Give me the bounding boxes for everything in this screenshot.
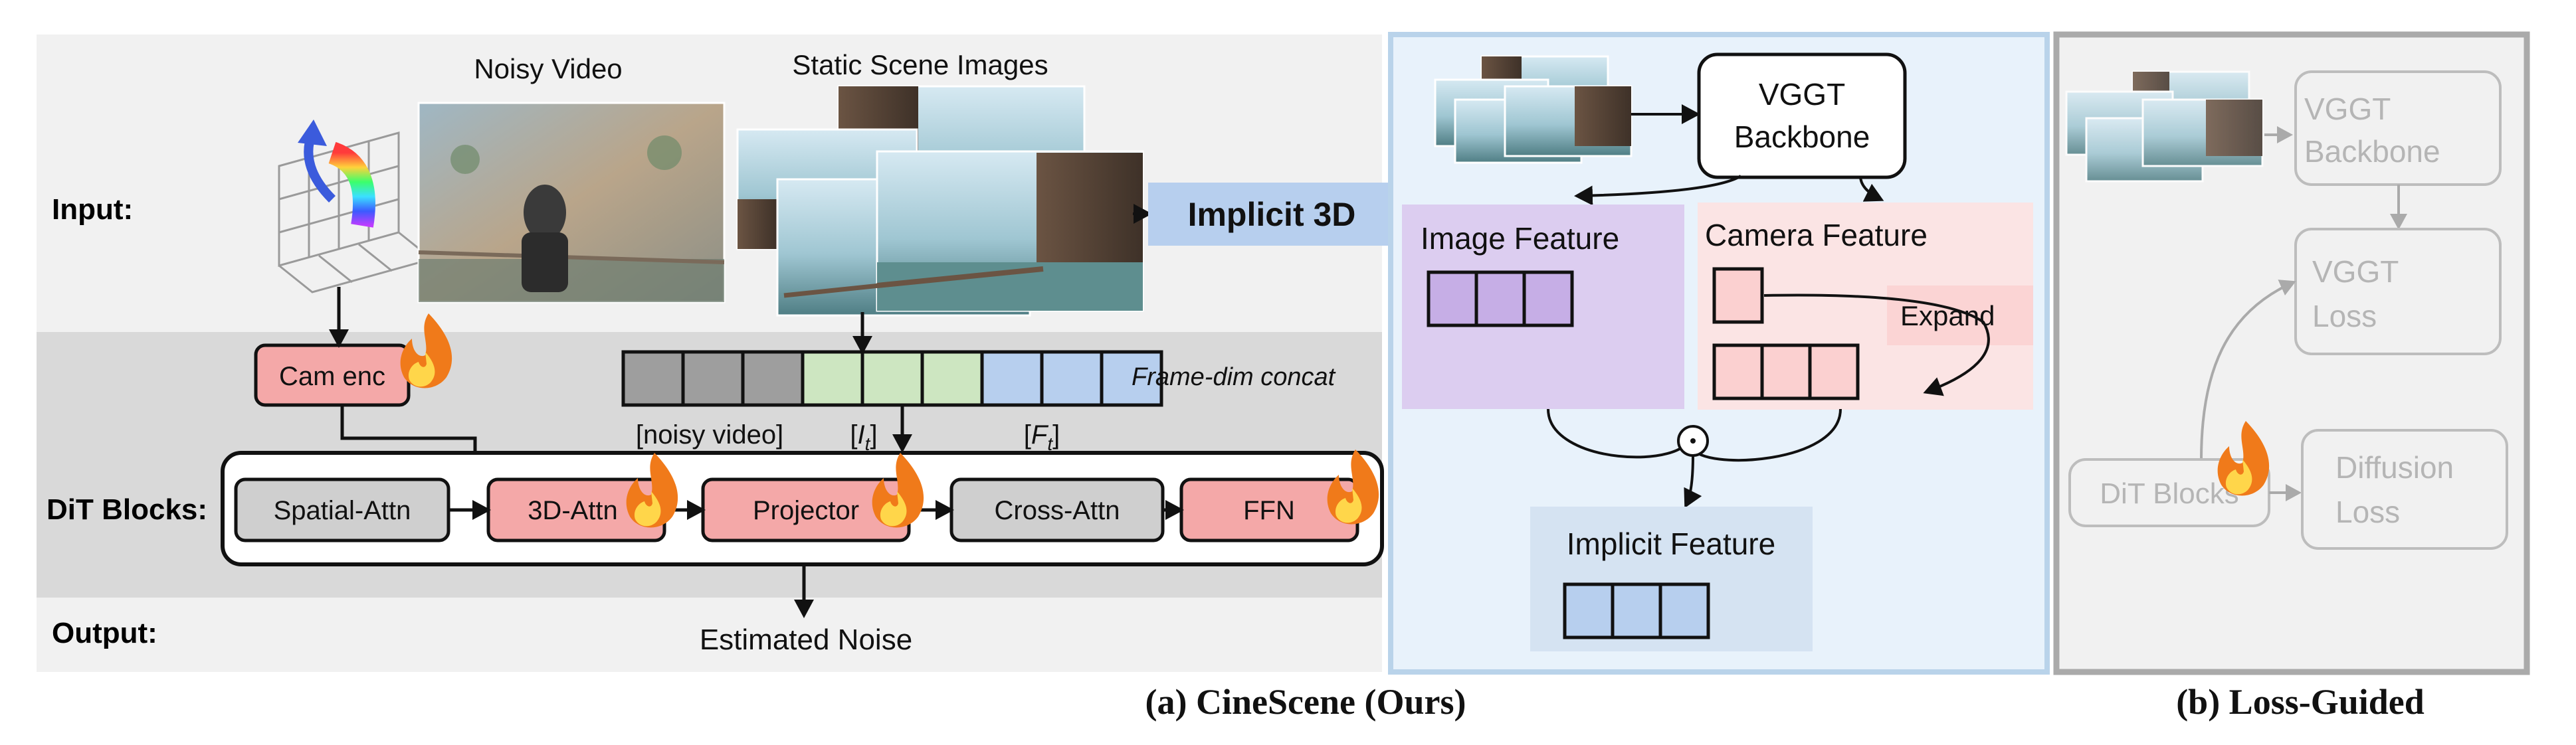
- block-label: Spatial-Attn: [274, 496, 411, 525]
- panel-b-dit-blocks-label: DiT Blocks: [2100, 477, 2238, 510]
- block-label: 3D-Attn: [528, 496, 618, 525]
- segment-image-tokens: [It]: [850, 420, 877, 454]
- cam-enc-label: Cam enc: [279, 362, 385, 391]
- expand-label: Expand: [1900, 300, 1995, 331]
- panel-b-vggt-loss: VGGT Loss: [2294, 228, 2502, 355]
- implicit-feature-label: Implicit Feature: [1567, 527, 1775, 561]
- panel-b-diffusion-loss-line1: Diffusion: [2335, 450, 2454, 485]
- segment-noisy-video: [noisy video]: [636, 420, 783, 450]
- vggt-backbone-line2: Backbone: [1734, 120, 1870, 154]
- implicit-3d-label: Implicit 3D: [1188, 196, 1356, 233]
- panel-b-diffusion-loss: Diffusion Loss: [2301, 429, 2508, 550]
- block-label: Projector: [753, 496, 859, 525]
- noisy-video-frames: [417, 102, 726, 303]
- block-label: Cross-Attn: [995, 496, 1120, 525]
- panel-b-vggt-backbone-line1: VGGT: [2304, 92, 2391, 126]
- fire-icon: [872, 453, 924, 528]
- vggt-input-images: [1434, 55, 1633, 164]
- image-feature-label: Image Feature: [1421, 221, 1619, 256]
- image-feature-box: Image Feature: [1402, 205, 1684, 409]
- fire-icon: [400, 313, 452, 388]
- panel-b-vggt-backbone-line2: Backbone: [2304, 134, 2440, 169]
- panel-b-vggt-loss-line1: VGGT: [2312, 254, 2399, 289]
- panel-b-diffusion-loss-line2: Loss: [2335, 495, 2400, 529]
- block-projector: Projector: [701, 477, 911, 542]
- camera-feature-label: Camera Feature: [1705, 218, 1928, 252]
- block-cross-attn: Cross-Attn: [949, 477, 1165, 542]
- vggt-backbone-block: VGGT Backbone: [1697, 52, 1907, 179]
- panel-b-input-images: [2065, 70, 2264, 183]
- noisy-video-title: Noisy Video: [474, 53, 622, 84]
- block-ffn: FFN: [1179, 477, 1359, 542]
- caption-panel-a: (a) CineScene (Ours): [1145, 682, 1466, 722]
- panel-b-vggt-loss-line2: Loss: [2312, 299, 2377, 333]
- block-label: FFN: [1243, 496, 1295, 525]
- fire-icon: [2217, 421, 2270, 496]
- fire-icon: [1327, 450, 1379, 525]
- implicit-feature-box: Implicit Feature: [1530, 507, 1813, 651]
- vggt-backbone-line1: VGGT: [1759, 77, 1845, 112]
- frame-concat-note: Frame-dim concat: [1132, 363, 1336, 391]
- output-estimated-noise: Estimated Noise: [700, 623, 912, 656]
- camera-feature-box: Camera Feature Expand: [1698, 203, 2033, 410]
- row-label-output: Output:: [52, 617, 157, 649]
- panel-b-vggt-backbone: VGGT Backbone: [2294, 70, 2502, 186]
- fire-icon: [626, 453, 678, 528]
- implicit-3d-box: Implicit 3D: [1148, 183, 1395, 246]
- static-scene-frames: [736, 85, 1144, 317]
- frame-concat-strip: [621, 350, 1163, 407]
- cam-enc-block: Cam enc: [254, 343, 411, 407]
- block-spatial-attn: Spatial-Attn: [234, 477, 450, 542]
- static-scene-title: Static Scene Images: [792, 49, 1048, 80]
- row-label-input: Input:: [52, 193, 133, 226]
- caption-panel-b: (b) Loss-Guided: [2176, 682, 2425, 722]
- row-label-dit: DiT Blocks:: [47, 493, 207, 526]
- segment-feature-tokens: [Ft]: [1024, 420, 1060, 454]
- camera-trajectory-icon: [278, 120, 435, 293]
- block-3d-attn: 3D-Attn: [486, 477, 666, 542]
